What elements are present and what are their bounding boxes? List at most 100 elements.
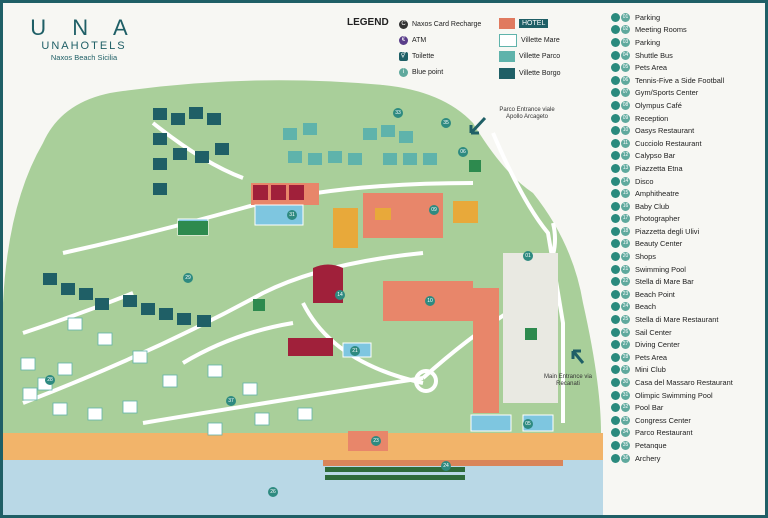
service-label: Calypso Bar <box>635 151 676 161</box>
service-icon <box>611 378 620 388</box>
service-icon <box>611 163 620 173</box>
map-marker-37[interactable]: 37 <box>226 396 236 406</box>
service-label: Pets Area <box>635 63 668 73</box>
map-marker-29[interactable]: 29 <box>183 273 193 283</box>
map-marker-09[interactable]: 09 <box>429 205 439 215</box>
legend-atm: € ATM <box>399 36 426 45</box>
service-number: 04 <box>621 50 630 60</box>
map-marker-21[interactable]: 21 <box>350 346 360 356</box>
service-item[interactable]: 16 Baby Club <box>611 200 733 213</box>
service-label: Shuttle Bus <box>635 50 673 60</box>
map-marker-10[interactable]: 10 <box>425 296 435 306</box>
service-number: 36 <box>621 453 630 463</box>
service-number: 15 <box>621 189 630 199</box>
service-icon <box>611 327 620 337</box>
park-entrance-label: Parco Entrance viale Apollo Arcageto <box>499 107 555 120</box>
service-number: 17 <box>621 214 630 224</box>
villette-borgo <box>43 107 229 327</box>
service-number: 13 <box>621 163 630 173</box>
service-icon <box>611 403 620 413</box>
legend-label: ATM <box>412 37 427 44</box>
service-label: Cucciolo Restaurant <box>635 138 702 148</box>
map-marker-28[interactable]: 28 <box>45 375 55 385</box>
legend-label: Villette Parco <box>519 53 561 60</box>
map-marker-05[interactable]: 05 <box>523 419 533 429</box>
service-label: Tennis-Five a Side Football <box>635 75 725 85</box>
map-marker-24[interactable]: 24 <box>441 461 451 471</box>
legend-title: LEGEND <box>347 17 389 28</box>
map-marker-23[interactable]: 23 <box>371 436 381 446</box>
map-marker-31[interactable]: 31 <box>287 210 297 220</box>
service-icon <box>611 75 620 85</box>
villette-parco-swatch <box>499 51 515 62</box>
legend-label: Toilette <box>412 53 435 60</box>
map-marker-26[interactable]: 26 <box>268 487 278 497</box>
brand-name: UNAHOTELS <box>41 40 127 52</box>
yellow-buildings <box>333 201 478 248</box>
legend-label: Blue point <box>412 69 444 76</box>
service-label: Beauty Center <box>635 239 683 249</box>
service-label: Baby Club <box>635 201 670 211</box>
service-icon <box>611 113 620 123</box>
beach-loungers <box>325 467 465 480</box>
service-icon <box>611 100 620 110</box>
service-number: 11 <box>621 138 630 148</box>
service-number: 23 <box>621 289 630 299</box>
service-item[interactable]: 04 Shuttle Bus <box>611 49 733 62</box>
service-label: Parking <box>635 12 661 22</box>
service-number: 12 <box>621 151 630 161</box>
map-marker-01[interactable]: 01 <box>523 251 533 261</box>
service-number: 29 <box>621 365 630 375</box>
service-label: Pool Bar <box>635 403 664 413</box>
service-icon <box>611 226 620 236</box>
legend-card-recharge: C Naxos Card Recharge <box>399 20 481 29</box>
service-item[interactable]: 11 Cucciolo Restaurant <box>611 137 733 150</box>
service-item[interactable]: 12 Calypso Bar <box>611 150 733 163</box>
legend-blue-point: i Blue point <box>399 68 443 77</box>
map-marker-33[interactable]: 33 <box>393 108 403 118</box>
service-number: 03 <box>621 37 630 47</box>
service-label: Oasys Restaurant <box>635 126 695 136</box>
service-number: 35 <box>621 440 630 450</box>
map-marker-35[interactable]: 35 <box>441 118 451 128</box>
map-marker-14[interactable]: 14 <box>335 290 345 300</box>
service-icon <box>611 12 620 22</box>
map-marker-06[interactable]: 06 <box>458 147 468 157</box>
service-number: 09 <box>621 113 630 123</box>
service-number: 16 <box>621 201 630 211</box>
service-icon <box>611 289 620 299</box>
service-number: 27 <box>621 340 630 350</box>
